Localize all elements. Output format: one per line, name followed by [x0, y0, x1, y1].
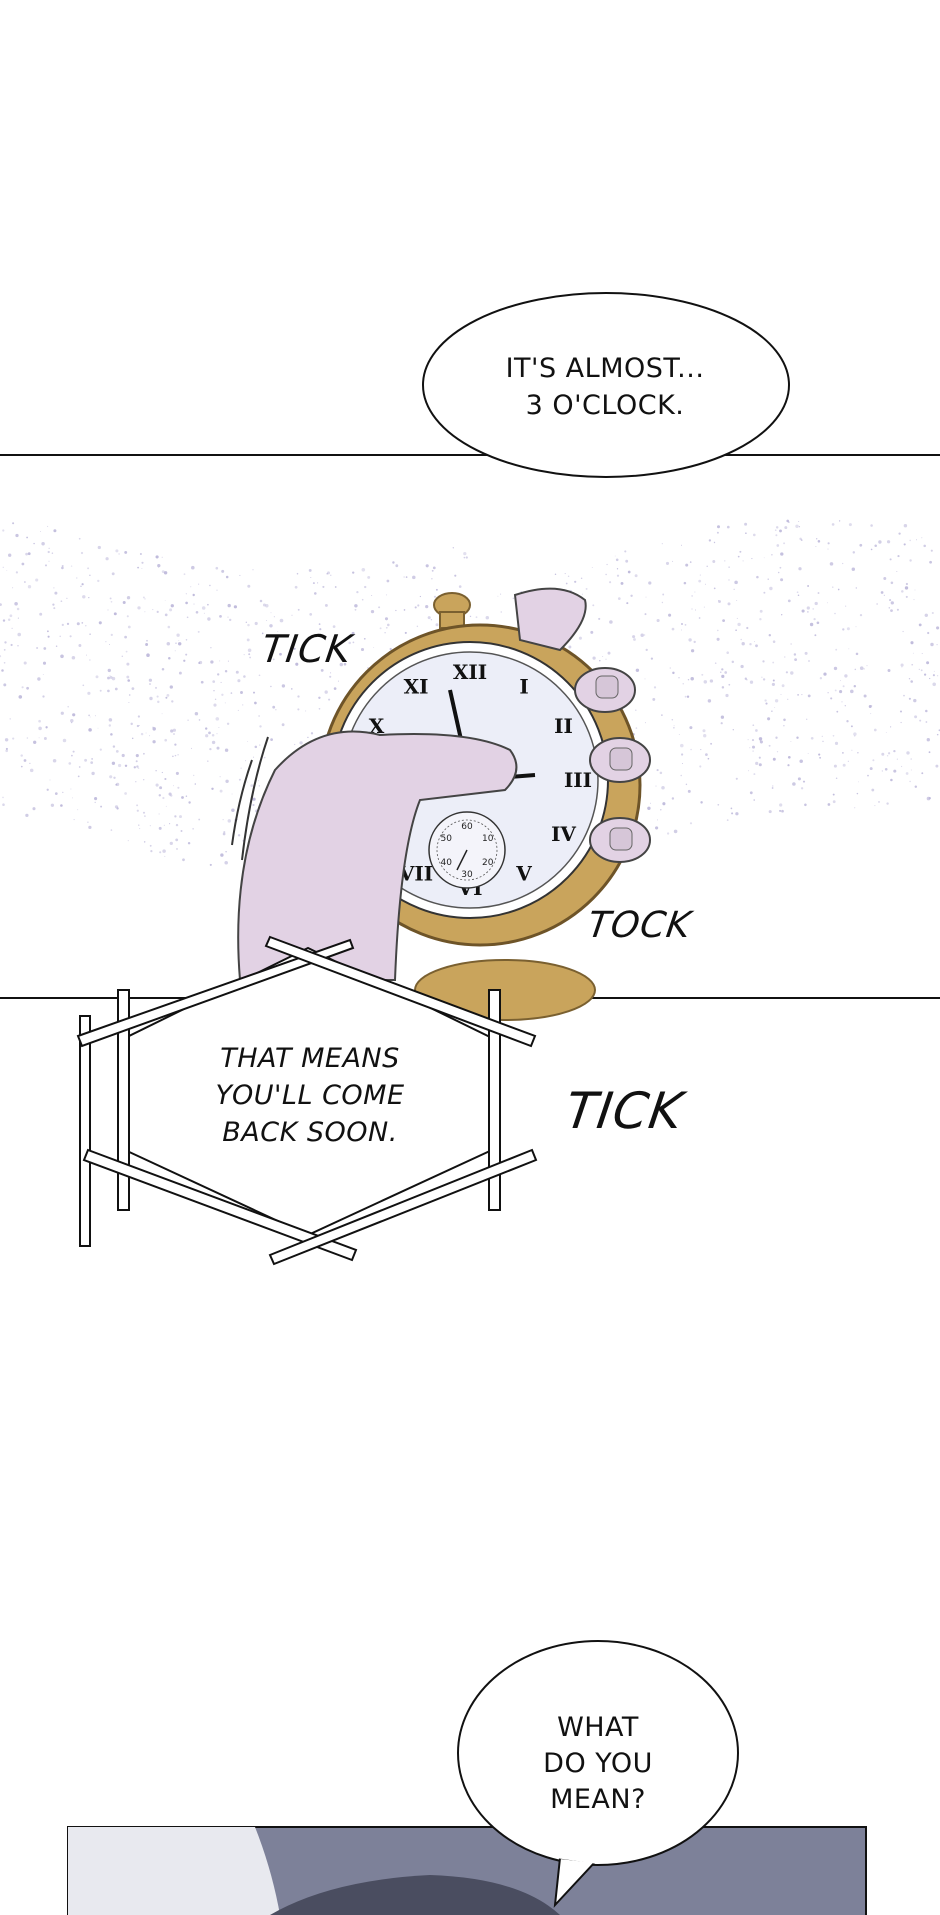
- speech-bubble-top: [422, 292, 790, 478]
- motion-lines-icon: [231, 736, 269, 861]
- sfx-tick-2: TICK: [561, 1082, 688, 1140]
- speech-bubble-top-text: IT'S ALMOST... 3 O'CLOCK.: [480, 350, 730, 424]
- watch-numeral: XII: [453, 660, 487, 684]
- bottom-bubble-line-1: WHAT: [557, 1712, 639, 1743]
- watch-numeral: I: [519, 674, 528, 698]
- bottom-bubble-line-2: DO YOU: [543, 1748, 653, 1779]
- caption-text: THAT MEANS YOU'LL COME BACK SOON.: [180, 1040, 440, 1151]
- watch-numeral: II: [554, 714, 573, 738]
- watch-numeral: IV: [551, 822, 576, 846]
- sfx-tick-1: TICK: [258, 627, 355, 671]
- subdial-label: 30: [461, 870, 473, 880]
- caption-frame-strips: [76, 935, 538, 1266]
- bottom-panel-light-area: [68, 1827, 280, 1915]
- speech-bubble-bottom: [457, 1640, 739, 1866]
- subdial-label: 20: [482, 858, 494, 868]
- speech-bubble-bottom-text: WHAT DO YOU MEAN?: [498, 1710, 698, 1818]
- bottom-bubble-line-3: MEAN?: [550, 1784, 646, 1815]
- subdial-label: 10: [482, 834, 494, 844]
- caption-line-3: BACK SOON.: [222, 1117, 398, 1148]
- caption-line-2: YOU'LL COME: [215, 1080, 405, 1111]
- watch-numeral: III: [564, 768, 592, 792]
- sfx-tock: TOCK: [585, 905, 694, 946]
- watch-numeral: X: [369, 714, 385, 738]
- watch-numeral: V: [515, 862, 532, 886]
- top-bubble-line-2: 3 O'CLOCK.: [525, 390, 685, 421]
- subdial-label: 40: [440, 858, 452, 868]
- character-hair: [270, 1875, 560, 1915]
- subdial-label: 60: [461, 822, 473, 832]
- top-bubble-line-1: IT'S ALMOST...: [505, 353, 705, 384]
- caption-line-1: THAT MEANS: [220, 1043, 400, 1074]
- subdial-label: 50: [440, 834, 452, 844]
- watch-numeral: XI: [404, 674, 429, 698]
